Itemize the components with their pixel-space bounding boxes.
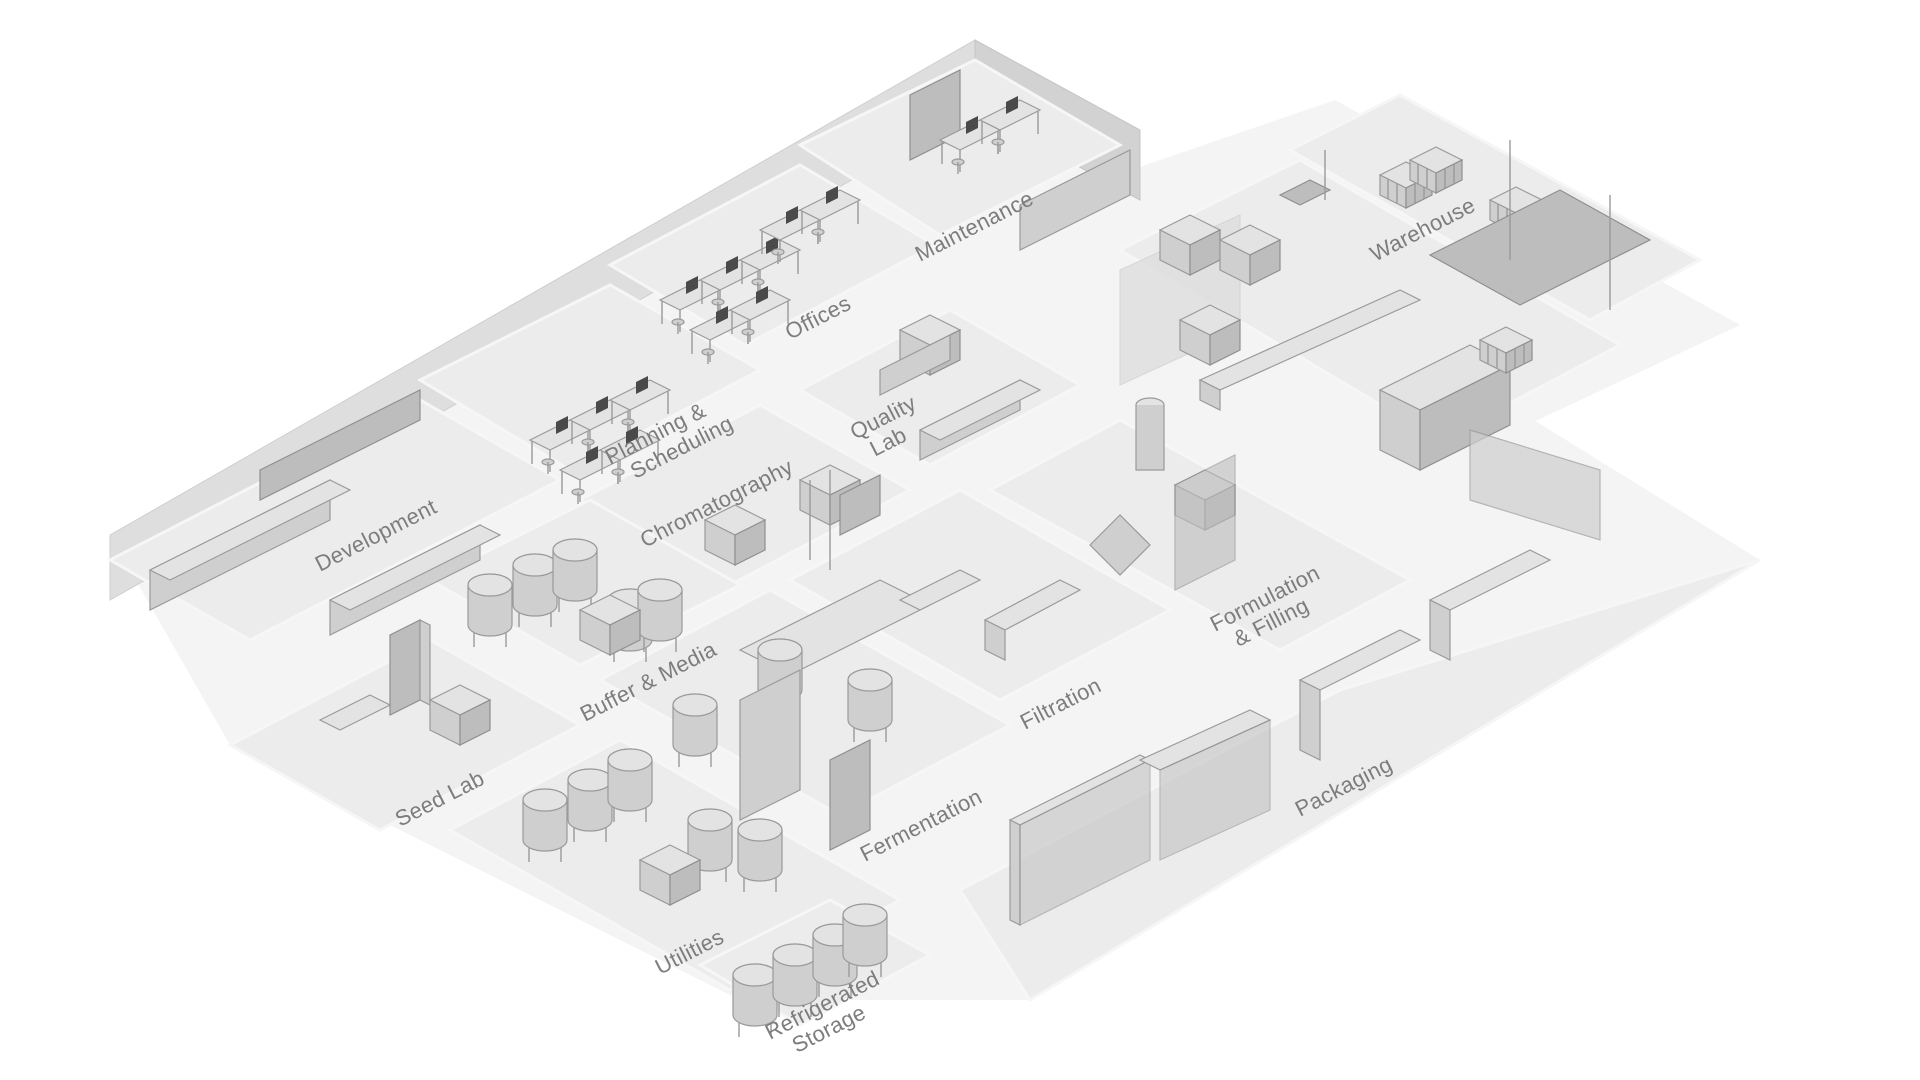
equipment-illustrations — [148, 69, 1652, 1038]
